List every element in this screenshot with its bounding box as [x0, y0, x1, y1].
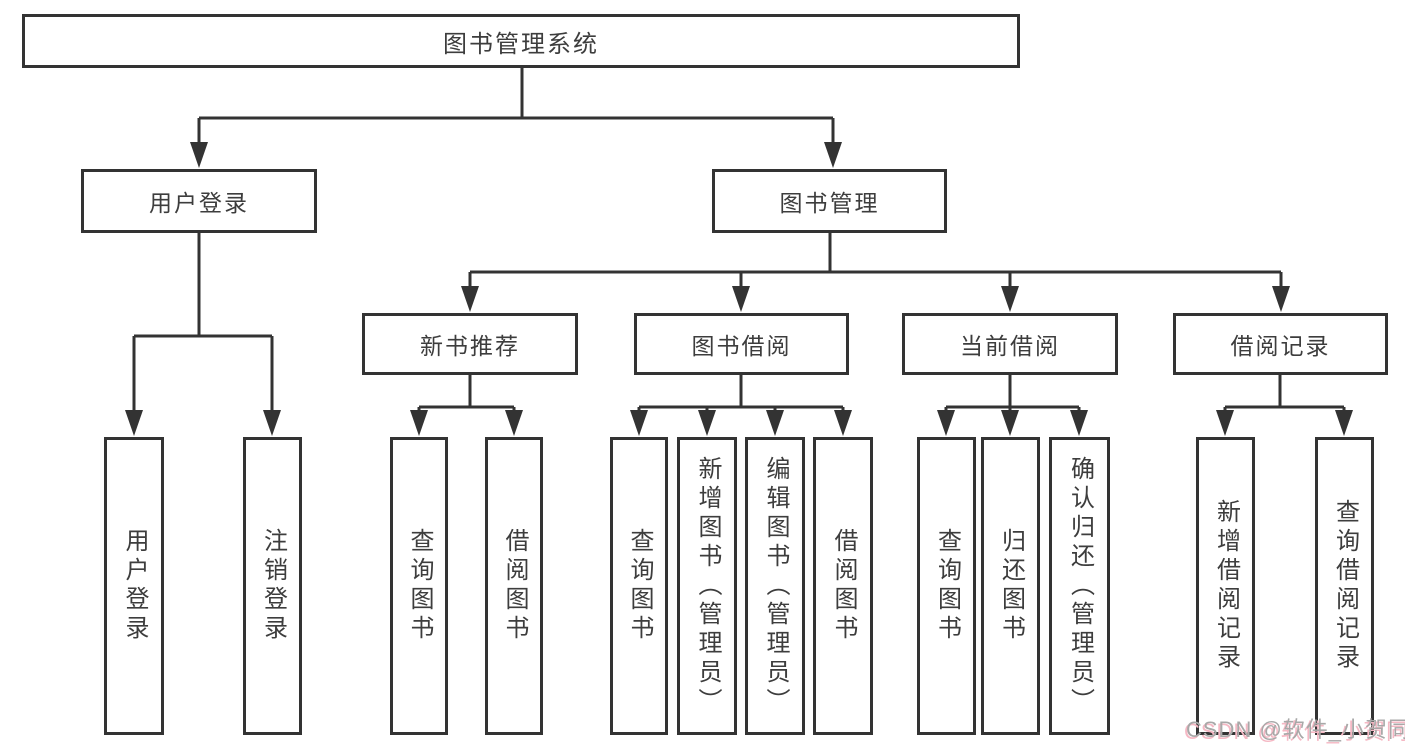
- leaf-confirm-return-admin: 确认归还（管理员）: [1049, 437, 1110, 735]
- node-book-management: 图书管理: [712, 169, 947, 233]
- node-user-login: 用户登录: [81, 169, 317, 233]
- leaf-logout: 注销登录: [243, 437, 302, 735]
- node-new-book-recommend: 新书推荐: [362, 313, 578, 375]
- leaf-query-books-recommend: 查询图书: [390, 437, 448, 735]
- leaf-return-books: 归还图书: [981, 437, 1040, 735]
- leaf-add-borrow-record: 新增借阅记录: [1196, 437, 1255, 735]
- leaf-add-books-admin: 新增图书（管理员）: [677, 437, 737, 735]
- leaf-query-books-borrow: 查询图书: [610, 437, 668, 735]
- node-current-borrow: 当前借阅: [902, 313, 1118, 375]
- leaf-edit-books-admin: 编辑图书（管理员）: [745, 437, 805, 735]
- csdn-watermark: CSDN @软件_小贺同学: [1186, 717, 1405, 742]
- node-book-borrow: 图书借阅: [634, 313, 849, 375]
- node-library-management-system: 图书管理系统: [22, 14, 1020, 68]
- node-borrow-records: 借阅记录: [1173, 313, 1388, 375]
- leaf-user-login: 用户登录: [104, 437, 164, 735]
- leaf-borrow-books-recommend: 借阅图书: [485, 437, 543, 735]
- leaf-query-borrow-record: 查询借阅记录: [1315, 437, 1374, 735]
- arrowheads: [125, 142, 1353, 436]
- leaf-borrow-books: 借阅图书: [813, 437, 873, 735]
- leaf-query-books-current: 查询图书: [917, 437, 976, 735]
